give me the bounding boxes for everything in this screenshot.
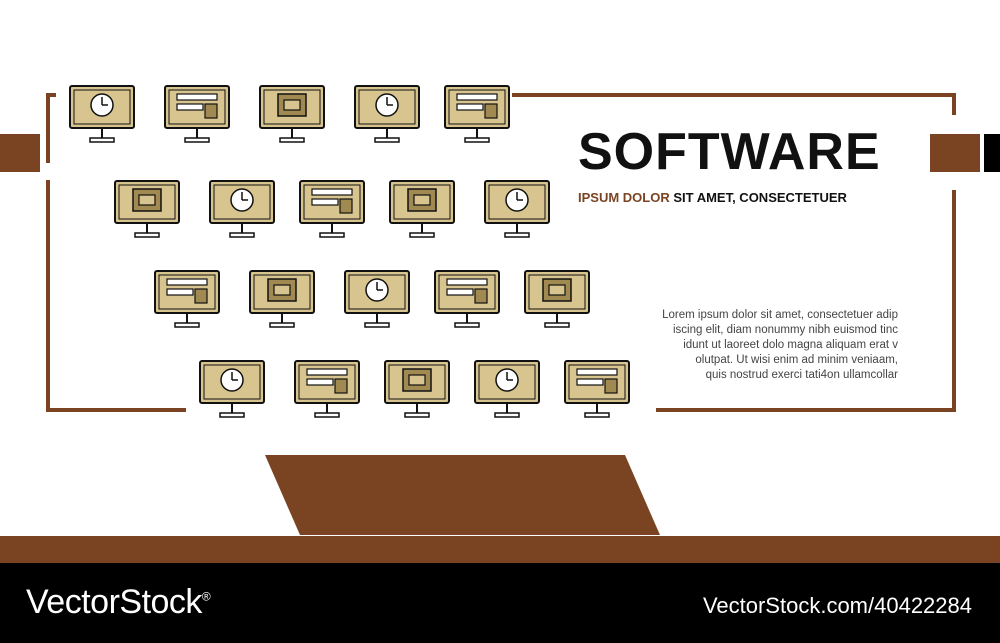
body-line: Lorem ipsum dolor sit amet, consectetuer… — [662, 309, 898, 321]
left-side-bar — [0, 134, 40, 172]
bottom-decoration — [0, 455, 1000, 563]
binary-code-icon — [190, 355, 274, 425]
speedometer-icon — [475, 175, 559, 245]
banner-body: Lorem ipsum dolor sit amet, consectetuer… — [600, 308, 898, 383]
body-line: idunt ut laoreet dolo magna aliquam erat… — [683, 339, 898, 351]
circuit-board-icon — [250, 80, 334, 150]
frame-bottom-right — [656, 408, 956, 412]
banner-title: SOFTWARE — [578, 123, 881, 181]
code-slider-icon — [435, 80, 519, 150]
registered-mark: ® — [201, 589, 211, 604]
clock-circuit-icon — [200, 175, 284, 245]
footer-ref: VectorStock.com/40422284 — [702, 593, 972, 618]
banner-subtitle: IPSUM DOLOR SIT AMET, CONSECTETUER — [578, 190, 908, 205]
body-line: iscing elit, diam nonummy nibh euismod t… — [673, 324, 898, 336]
footer-bar: VectorStock® VectorStock.com/40422284 — [0, 563, 1000, 643]
subtitle-rest: SIT AMET, CONSECTETUER — [669, 190, 847, 205]
frame-bottom-left — [46, 408, 186, 412]
gear-search-icon — [290, 175, 374, 245]
multi-device-icon — [60, 80, 144, 150]
cloud-download-icon — [285, 355, 369, 425]
body-line: quis nostrud exerci tati4on ullamcollar — [705, 369, 898, 381]
frame-top-left — [46, 93, 56, 97]
code-document-icon — [240, 265, 324, 335]
checklist-settings-icon — [425, 265, 509, 335]
search-analytics-icon — [145, 265, 229, 335]
server-code-icon — [335, 265, 419, 335]
binary-flowchart-icon — [155, 80, 239, 150]
body-line: olutpat. Ut wisi enim ad minim veniaam, — [695, 354, 898, 366]
footer-brand: VectorStock® — [26, 583, 211, 622]
mobile-code-icon — [345, 80, 429, 150]
file-lock-icon — [380, 175, 464, 245]
right-side-bar — [930, 134, 980, 172]
frame-left-lower — [46, 180, 50, 410]
subtitle-accent: IPSUM DOLOR — [578, 190, 670, 205]
right-side-bar-dark — [984, 134, 1000, 172]
frame-left — [46, 93, 50, 163]
icon-grid — [60, 80, 640, 440]
frame-right-lower — [952, 190, 956, 412]
download-gear-icon — [105, 175, 189, 245]
desktop-keyboard-icon — [375, 355, 459, 425]
frame-right-upper — [952, 93, 956, 115]
key-checklist-icon — [465, 355, 549, 425]
frame-top-right — [512, 93, 956, 97]
hacker-icon — [555, 355, 639, 425]
footer-brand-text: VectorStock — [26, 583, 202, 621]
chip-gear-icon — [515, 265, 599, 335]
